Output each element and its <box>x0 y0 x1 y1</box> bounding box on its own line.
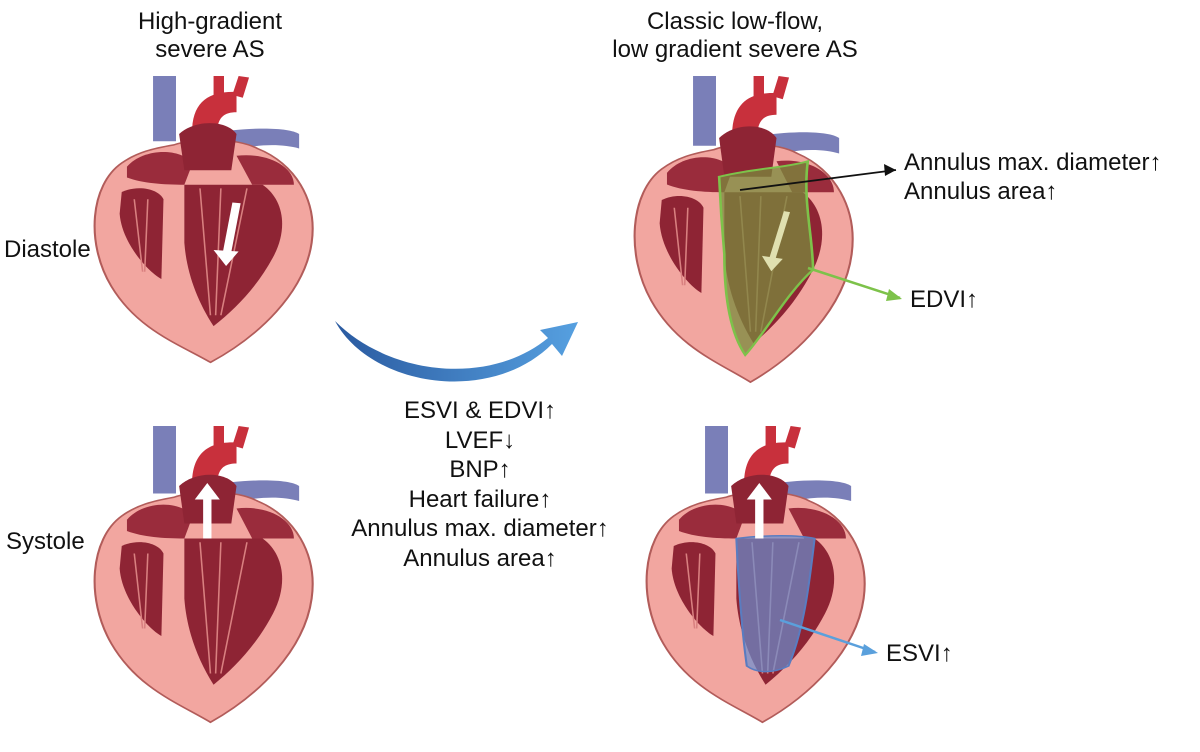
heart-systole-low-flow <box>632 426 872 726</box>
title-high-gradient: High-gradient severe AS <box>110 8 310 64</box>
annulus-area-label: Annulus area↑ <box>904 178 1058 205</box>
change-item: BNP↑ <box>449 456 511 483</box>
label-systole: Systole <box>6 528 85 555</box>
annotation-esvi: ESVI↑ <box>886 640 953 667</box>
change-item: Annulus area↑ <box>403 544 557 572</box>
change-item: LVEF↓ <box>444 426 516 454</box>
title-low-flow: Classic low-flow, low gradient severe AS <box>575 8 895 64</box>
edvi-pointer <box>807 266 902 301</box>
change-item: ESVI & EDVI↑ <box>403 397 557 424</box>
change-item: Heart failure↑ <box>408 485 552 513</box>
annotation-edvi: EDVI↑ <box>910 286 979 313</box>
title-line-1: High-gradient <box>137 8 283 35</box>
title-line-2: severe AS <box>155 36 265 63</box>
heart-diastole-low-flow <box>620 76 860 386</box>
heart-systole-high-gradient <box>80 426 320 726</box>
annulus-pointer <box>739 164 897 191</box>
transition-changes-list: ESVI & EDVI↑ LVEF↓ BNP↑ Heart failure↑ A… <box>330 396 630 573</box>
change-item: Annulus max. diameter↑ <box>351 515 609 542</box>
annotation-annulus: Annulus max. diameter↑ Annulus area↑ <box>904 148 1161 206</box>
annulus-diameter-label: Annulus max. diameter↑ <box>904 149 1162 176</box>
title-line-1: Classic low-flow, <box>646 8 824 35</box>
label-diastole: Diastole <box>4 236 91 263</box>
esvi-pointer <box>779 618 878 656</box>
title-line-2: low gradient severe AS <box>612 36 858 63</box>
transition-arrow <box>335 321 578 382</box>
heart-diastole-high-gradient <box>80 76 320 366</box>
